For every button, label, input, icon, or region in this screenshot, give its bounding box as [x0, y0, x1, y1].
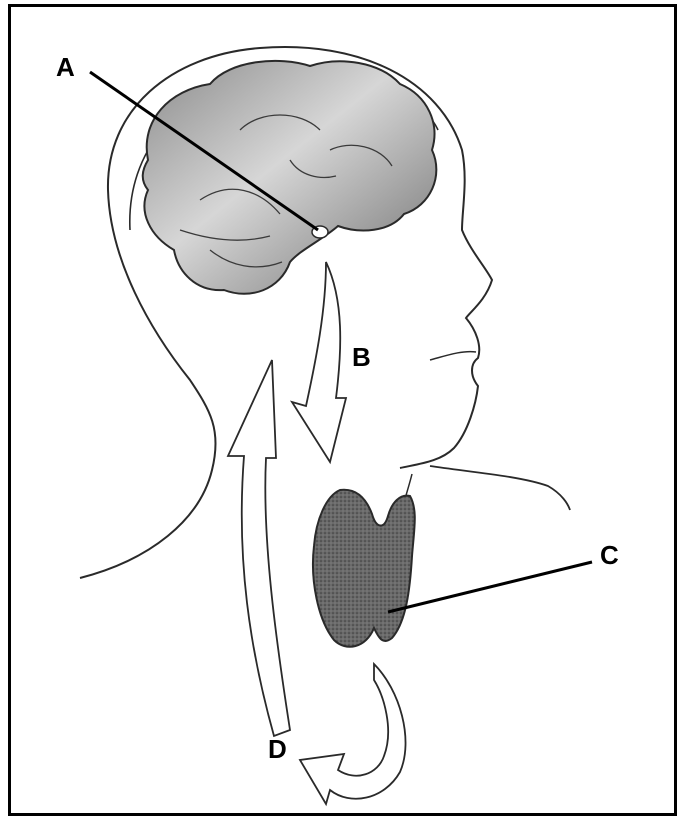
label-d: D	[268, 736, 287, 762]
label-a: A	[56, 54, 75, 80]
arrow-d-curve	[300, 664, 406, 804]
label-b: B	[352, 344, 371, 370]
label-c: C	[600, 542, 619, 568]
thyroid-gland	[313, 490, 415, 647]
arrow-b	[292, 262, 346, 462]
brain	[143, 61, 437, 294]
leader-line-c	[388, 562, 592, 612]
mouth-line	[430, 352, 476, 360]
shoulder-line	[430, 466, 570, 510]
arrow-d-upward	[228, 360, 290, 736]
